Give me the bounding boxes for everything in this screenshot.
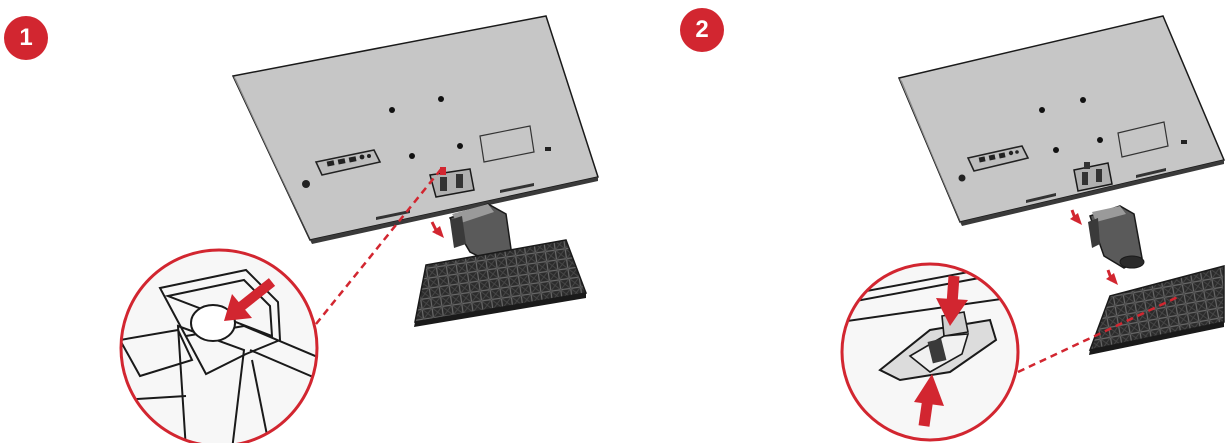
vesa-hole — [457, 143, 463, 149]
arrow-head — [1070, 213, 1082, 225]
vesa-hole — [1080, 97, 1086, 103]
monitor-panel-shape — [233, 16, 598, 240]
neck-foot — [1120, 256, 1144, 268]
vesa-hole — [409, 153, 415, 159]
vesa-hole — [1097, 137, 1103, 143]
vesa-hole — [1039, 107, 1045, 113]
step-1-illustration — [120, 16, 598, 443]
monitor-back-panel-1 — [233, 16, 598, 244]
monitor-back-panel-2 — [899, 16, 1224, 226]
hinge-hole — [1084, 162, 1090, 169]
power-button — [302, 180, 310, 188]
zoom-detail-2 — [840, 262, 1022, 443]
hinge-slot — [440, 177, 447, 191]
vesa-hole — [1053, 147, 1059, 153]
vesa-hole — [389, 107, 395, 113]
down-arrow-2a — [1070, 210, 1082, 225]
arrow-head — [1106, 273, 1118, 285]
zoom-detail-1 — [120, 250, 320, 443]
lock-slot — [1181, 140, 1187, 144]
hinge-slot — [1082, 172, 1088, 185]
hinge-slot — [456, 174, 463, 188]
neck-tab — [1088, 218, 1100, 248]
stand-base-1 — [414, 240, 586, 327]
power-button — [959, 175, 966, 182]
step-2-illustration — [840, 16, 1224, 443]
stand-neck-2 — [1088, 206, 1144, 268]
lock-slot — [545, 147, 551, 151]
hinge-slot — [1096, 169, 1102, 182]
monitor-panel-shape — [899, 16, 1224, 222]
down-arrow-2b — [1106, 270, 1118, 285]
down-arrow-1 — [432, 222, 444, 238]
io-port — [1009, 151, 1013, 155]
io-port — [367, 154, 371, 158]
io-port — [360, 155, 365, 160]
io-port — [1015, 150, 1019, 154]
vesa-hole — [438, 96, 444, 102]
